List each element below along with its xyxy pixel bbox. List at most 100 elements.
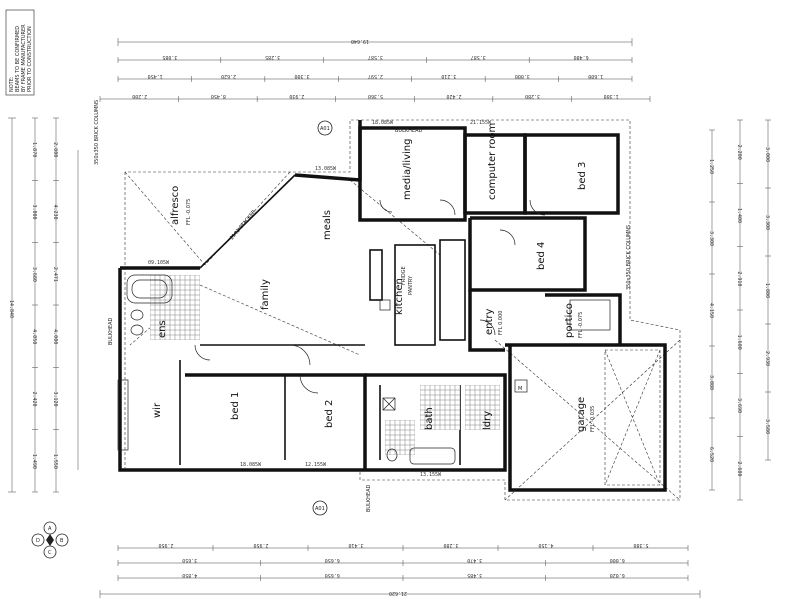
bottom-overall-dim: 21.620 [389, 590, 407, 596]
room-media: media/living [402, 139, 413, 200]
brick-columns-left: 350x350 BRICK COLUMNS [94, 100, 100, 165]
right-col2-dim-3: 1.600 [736, 335, 742, 350]
left-col3-dim-5: 1.550 [52, 454, 58, 469]
svg-text:A01: A01 [315, 506, 325, 512]
pantry-note: PANTRY [408, 275, 414, 295]
compass-s: C [48, 550, 52, 556]
svg-text:A01: A01 [320, 126, 330, 132]
room-portico-fl: FFL -0.075 [578, 312, 584, 338]
room-bath: bath [424, 407, 435, 430]
bottom-row3-dim-3: 6.020 [610, 572, 625, 578]
compass-w: D [36, 538, 40, 544]
right-col1-dim-3: 3.080 [708, 375, 714, 390]
bottom-row2-dim-2: 3.470 [467, 557, 482, 563]
left-col3-dim-3: 4.000 [52, 329, 58, 344]
left-col3-dim-1: 4.230 [52, 205, 58, 220]
title-block-note: NOTE: BEAMS TO BE CONFIRMED BY FRAME MAN… [5, 9, 35, 96]
room-kitchen: kitchen [394, 278, 405, 315]
room-garage: garage [576, 397, 587, 432]
left-col2-dim-1: 3.000 [31, 205, 37, 220]
room-entry: entry [484, 308, 495, 335]
right-col1-dim-4: 6.520 [708, 447, 714, 462]
right-col3-dim-0: 3.000 [764, 147, 770, 162]
note-line-2: BEAMS TO BE CONFIRMED [15, 26, 21, 92]
room-wir: wir [152, 402, 163, 418]
wall-label-bottom2: 12.155W [305, 462, 327, 468]
fixtures [117, 274, 611, 465]
bottom-row1-dim-1: 2.950 [253, 542, 268, 548]
bottom-row3-dim-0: 4.850 [182, 572, 197, 578]
section-marker-top: A01 [317, 120, 333, 136]
top-row4-dim-5: 3.280 [525, 93, 540, 99]
top-overall-dim: 19.640 [351, 38, 369, 44]
right-col3-dim-4: 3.580 [764, 419, 770, 434]
top-row3-dim-5: 3.000 [515, 73, 530, 79]
compass-n: A [48, 526, 52, 532]
ensuite-tiles [150, 275, 200, 340]
wall-label-top2: 21.155W [470, 120, 492, 126]
room-alfresco-fl: FFL -0.075 [186, 199, 192, 225]
right-col2-dim-4: 3.690 [736, 398, 742, 413]
top-row3-dim-4: 3.210 [441, 73, 456, 79]
ldry-tiles [465, 385, 500, 430]
left-col2-dim-2: 3.680 [31, 267, 37, 282]
room-bed3: bed 3 [577, 162, 588, 190]
top-row4-dim-1: 8.450 [211, 93, 226, 99]
right-col3-dim-2: 1.800 [764, 283, 770, 298]
left-col3-dim-4: 3.120 [52, 392, 58, 407]
right-col1-dim-1: 3.300 [708, 231, 714, 246]
left-col2-dim-4: 2.420 [31, 392, 37, 407]
wall-label-bottom3: 13.155W [420, 472, 442, 478]
right-col1-dim-0: 1.250 [708, 159, 714, 174]
bulkhead-left: BULKHEAD [108, 318, 114, 345]
bottom-row1-dim-2: 3.410 [348, 542, 363, 548]
note-line-1: NOTE: [9, 76, 15, 92]
room-bed4: bed 4 [536, 242, 547, 270]
fridge-note: FRIDGE [401, 266, 407, 285]
room-ldry: ldry [482, 411, 493, 430]
left-overall-dim: 14.840 [8, 300, 14, 318]
note-line-4: PRIOR TO CONSTRUCTION [27, 26, 33, 92]
top-row4-dim-4: 2.420 [447, 93, 462, 99]
wall-label-top3: 13.085W [315, 166, 337, 172]
top-row2-dim-3: 3.587 [471, 54, 486, 60]
bottom-row2-dim-0: 3.650 [182, 557, 197, 563]
top-row3-dim-2: 3.300 [295, 73, 310, 79]
bottom-row3-dim-2: 3.485 [467, 572, 482, 578]
top-row4-dim-0: 2.200 [132, 93, 147, 99]
top-row2-dim-0: 3.085 [162, 54, 177, 60]
left-col3-dim-2: 2.471 [52, 267, 58, 282]
brick-columns-right: 350x350 BRICK COLUMNS [626, 225, 632, 290]
top-row3-dim-3: 2.597 [368, 73, 383, 79]
wall-labels: 18.085W 21.155W 13.085W 18.085W 12.155W … [148, 120, 492, 478]
meter-mark: M [518, 386, 522, 392]
top-row2-dim-1: 3.285 [265, 54, 280, 60]
room-bed1: bed 1 [230, 392, 241, 420]
door-swings [194, 199, 546, 394]
left-col2-dim-5: 1.490 [31, 454, 37, 469]
wall-label-bottom1: 18.085W [240, 462, 262, 468]
bulkhead-bottom: BULKHEAD [366, 485, 372, 512]
top-row2-dim-2: 3.587 [368, 54, 383, 60]
room-alfresco: alfresco [170, 186, 181, 225]
room-bed2: bed 2 [324, 400, 335, 428]
garage-diagonals [604, 349, 661, 486]
wall-label-top1: 18.085W [372, 120, 394, 126]
right-col2-dim-1: 1.400 [736, 208, 742, 223]
room-portico: portico [564, 303, 575, 338]
right-col2-dim-5: 2.680 [736, 461, 742, 476]
top-row4-dim-2: 2.930 [289, 93, 304, 99]
left-col2-dim-3: 4.050 [31, 329, 37, 344]
right-col2-dim-2: 2.910 [736, 271, 742, 286]
bottom-row2-dim-1: 6.650 [325, 557, 340, 563]
bottom-row1-dim-5: 5.380 [633, 542, 648, 548]
room-meals: meals [322, 210, 333, 240]
note-line-3: BY FRAME MANUFACTURER [21, 24, 27, 92]
right-col1-dim-2: 4.150 [708, 303, 714, 318]
